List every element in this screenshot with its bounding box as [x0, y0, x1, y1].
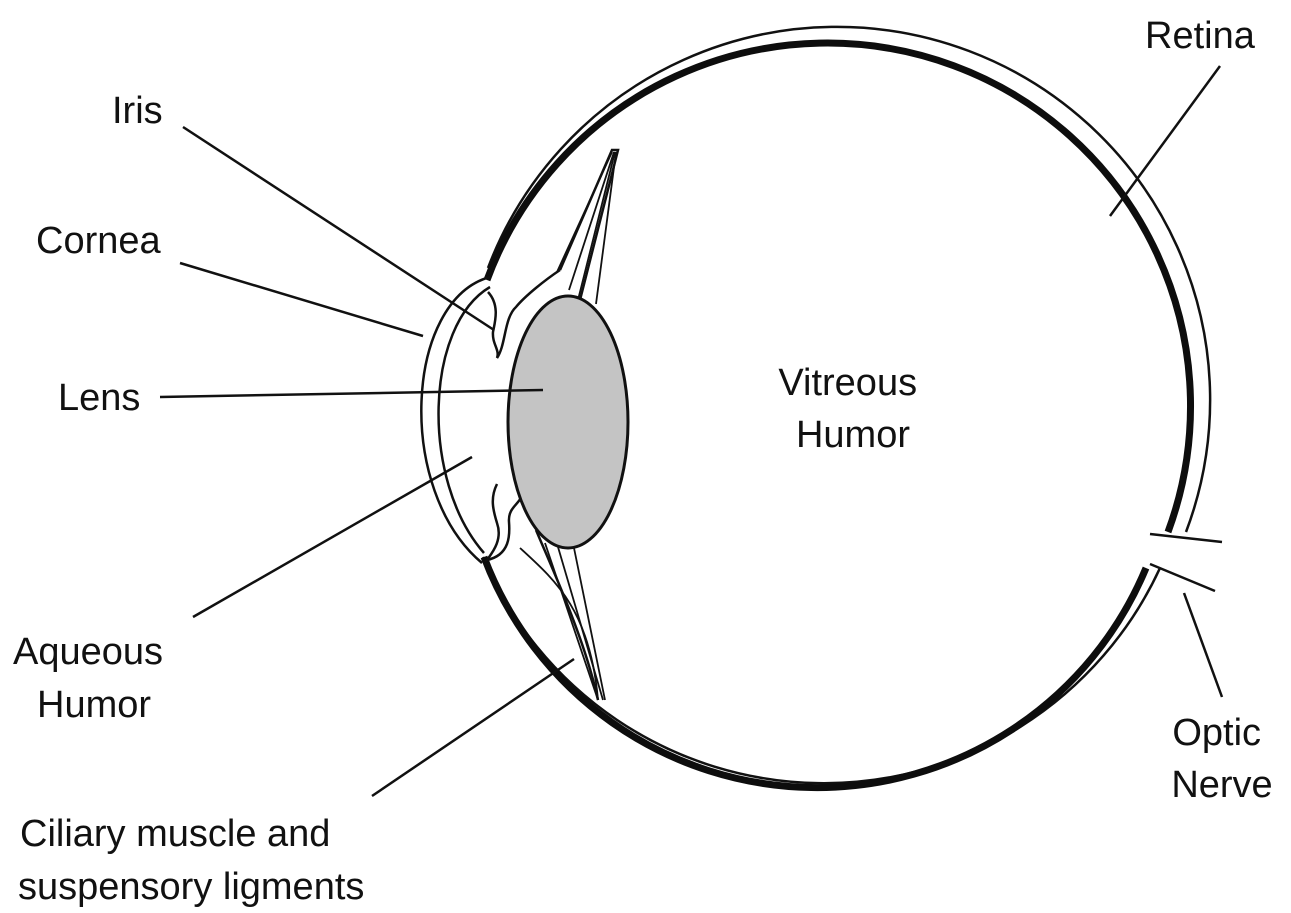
iris-label: Iris	[112, 90, 163, 132]
retina-label: Retina	[1145, 15, 1256, 57]
ciliary-leader-line	[372, 659, 574, 796]
ciliary-label-line-1: Ciliary muscle and	[20, 813, 330, 855]
sclera-outer-wall-lower	[483, 557, 1160, 783]
aqueous-humor-label-line-2: Humor	[37, 684, 151, 726]
aqueous-humor-label-line-1: Aqueous	[13, 631, 163, 673]
ciliary-label: Ciliary muscle and suspensory ligments	[18, 813, 364, 908]
vitreous-humor-label-line-1: Vitreous	[778, 362, 917, 404]
optic-nerve-leader-line	[1184, 593, 1222, 697]
lens-label: Lens	[58, 377, 140, 419]
retina-leader-line	[1110, 66, 1220, 216]
optic-nerve	[1150, 534, 1222, 591]
ciliary-label-line-2: suspensory ligments	[18, 866, 364, 908]
cornea-label: Cornea	[36, 220, 161, 262]
optic-nerve-label: Optic Nerve	[1171, 712, 1272, 806]
aqueous-humor-leader-line	[193, 457, 472, 617]
vitreous-humor-label-line-2: Humor	[796, 414, 910, 456]
cornea-leader-line	[180, 263, 423, 336]
iris-leader-line	[183, 127, 494, 330]
optic-nerve-label-line-1: Optic	[1172, 712, 1261, 754]
vitreous-humor-label: Vitreous Humor	[778, 362, 927, 456]
lens	[508, 296, 628, 548]
optic-nerve-label-line-2: Nerve	[1171, 764, 1272, 806]
aqueous-humor-label: Aqueous Humor	[13, 631, 174, 726]
lens-leader-line	[160, 390, 543, 397]
